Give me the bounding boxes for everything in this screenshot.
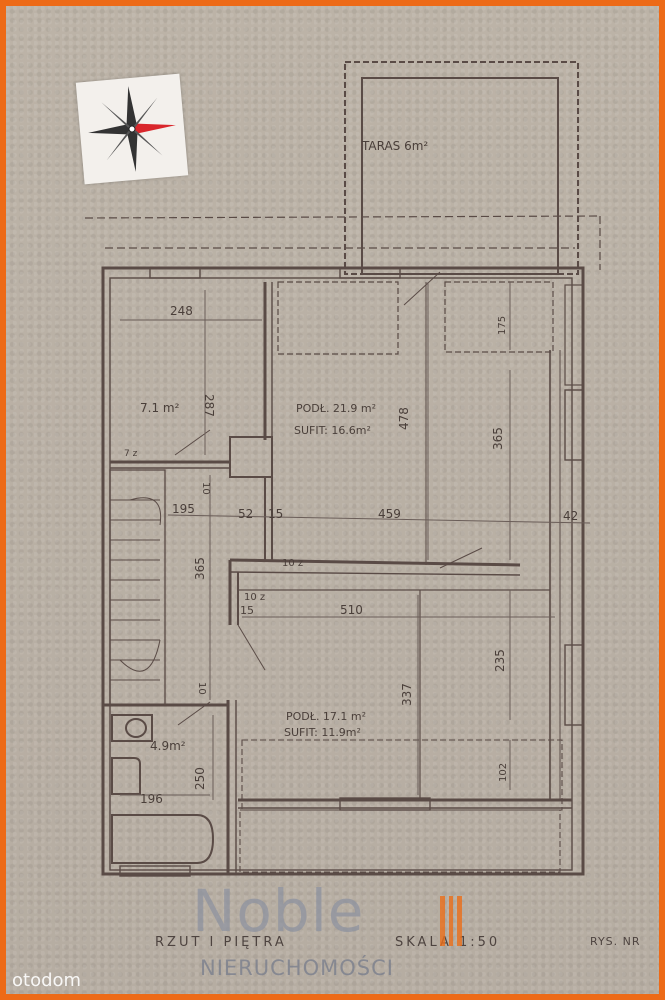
dimension-250: 250 — [193, 767, 207, 790]
dimension-195: 195 — [172, 502, 195, 516]
terrace-outline — [344, 61, 579, 275]
dimension-365-upper: 365 — [491, 427, 505, 450]
dimension-42: 42 — [563, 509, 578, 523]
room2-ceiling-label: SUFIT: 16.6m² — [294, 424, 371, 437]
logo-word: Noble — [192, 877, 365, 945]
plan-title: RZUT I PIĘTRA — [155, 935, 287, 950]
dimension-15-lower: 15 — [240, 604, 254, 617]
room3-floor-label: PODŁ. 17.1 m² — [286, 710, 366, 723]
dimension-52: 52 — [238, 507, 253, 521]
outer-walls — [101, 266, 585, 876]
logo-subtitle: NIERUCHOMOŚCI — [200, 956, 394, 980]
dimension-10-wall-b: 10 z — [244, 592, 265, 603]
room1-area-label: 7.1 m² — [140, 401, 180, 415]
dimension-10-lower: 10 — [196, 682, 207, 695]
dimension-478: 478 — [397, 407, 411, 430]
drawing-number: RYS. NR — [590, 935, 641, 948]
dimension-196: 196 — [140, 792, 163, 806]
room3-ceiling-label: SUFIT: 11.9m² — [284, 726, 361, 739]
dimension-175: 175 — [497, 316, 508, 335]
plan-scale: SKALA 1:50 — [395, 935, 501, 950]
dimension-102: 102 — [498, 763, 509, 782]
otodom-watermark: otodom — [12, 970, 82, 991]
terrace-label: TARAS 6m² — [361, 139, 428, 153]
dimension-337: 337 — [400, 683, 414, 706]
bathroom-area-label: 4.9m² — [150, 739, 186, 753]
dimension-235: 235 — [493, 649, 507, 672]
dimension-10-wall-a: 10 z — [282, 558, 303, 569]
dimension-72: 7 z — [124, 449, 138, 459]
dimension-459: 459 — [378, 507, 401, 521]
noble-logo: Noble NIERUCHOMOŚCI — [188, 882, 480, 992]
compass-rose-icon — [75, 73, 189, 185]
logo-bars-icon — [440, 896, 463, 946]
room2-floor-label: PODŁ. 21.9 m² — [296, 402, 376, 415]
dimension-15-upper: 15 — [268, 507, 283, 521]
dimension-287: 287 — [202, 394, 216, 417]
dimension-248: 248 — [170, 304, 193, 318]
dimension-510: 510 — [340, 603, 363, 617]
dimension-365-stairs: 365 — [193, 557, 207, 580]
dimension-10-upper: 10 — [200, 482, 211, 495]
